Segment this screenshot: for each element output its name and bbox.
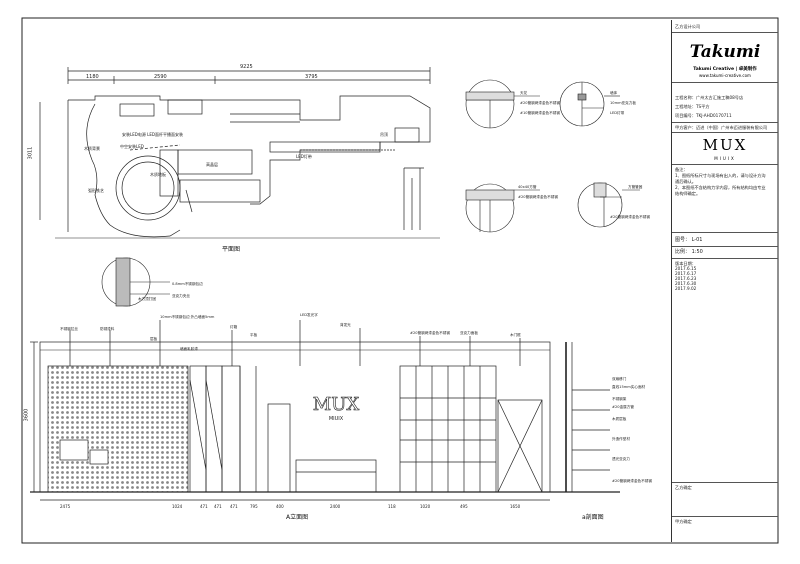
plan-dim-2: 2590 xyxy=(154,74,167,80)
detail-annotation: LED灯带 xyxy=(610,110,625,115)
project-address: 工程地址：TS平方 xyxy=(675,104,710,109)
plan-annotation: 木质背景 xyxy=(84,145,100,151)
elevation-dimension: 495 xyxy=(460,504,468,509)
section-caption: a剖面图 xyxy=(582,514,604,521)
detail-annotation: #10管钢烤漆金色不锈钢 xyxy=(520,110,560,115)
elevation-height-dim: 3600 xyxy=(23,408,30,422)
section-a xyxy=(560,342,620,493)
elevation-sign-text: MUX xyxy=(313,394,360,415)
project-name: 工程名称：广州太古汇施工稿08号店 xyxy=(675,95,744,100)
plan-dim-total: 9225 xyxy=(240,64,253,70)
plan-annotation: 安装LED电源 LED面杆平播面安装 xyxy=(122,131,183,137)
note-line: 结构师确定。 xyxy=(675,191,701,196)
detail-annotation: 墙体 xyxy=(610,90,618,95)
elevation-annotation: 亚克力面板 xyxy=(460,330,478,335)
floor-plan xyxy=(39,67,440,239)
elevation-annotation: 平板 xyxy=(250,332,258,337)
detail-annotation: 40x40方管 xyxy=(518,184,537,189)
section-annotation: #20管钢烤漆金色不锈钢 xyxy=(612,478,652,483)
section-annotation: 不锈钢架 xyxy=(612,396,627,401)
drawing-no: 图号： L-01 xyxy=(675,237,703,243)
elevation-dimension: 1650 xyxy=(510,504,521,509)
plan-annotation: 木质地板 xyxy=(150,171,166,177)
elevation-annotation: #20管钢烤漆金色不锈钢 xyxy=(410,330,450,335)
section-annotation: 木质层板 xyxy=(612,416,627,421)
elevation-annotation: 10mm不锈钢包边 外凸墙面5mm xyxy=(160,314,215,319)
plan-annotation: 中空安装LED xyxy=(120,143,144,149)
elevation-detail-bubble xyxy=(101,257,170,307)
revision-date: 2017.6.15 xyxy=(675,266,697,271)
sheet-border xyxy=(21,17,779,544)
detail-annotation: #20管钢烤漆金色不锈钢 xyxy=(610,214,650,219)
detail-annotation: 10mm亚克力板 xyxy=(610,100,636,105)
brand-logo: Takumi xyxy=(689,42,761,62)
revision-date: 2017.6.30 xyxy=(675,281,697,286)
elevation-sign-sub: MIUIX xyxy=(329,416,344,422)
note-line: 2、本图纸不含结构力学内容，所有结构均由专业 xyxy=(675,185,766,190)
plan-annotation: 吊顶 xyxy=(380,132,388,137)
elevation-annotation: 墙面乳胶漆 xyxy=(180,346,198,351)
brand-sub: Takumi Creative | 卓美制作 xyxy=(693,67,757,72)
notes-title: 备注： xyxy=(675,167,688,172)
elevation-annotation: 0.8mm不锈钢包边 xyxy=(172,281,203,286)
plan-annotation: LED灯带 xyxy=(296,153,312,159)
revision-title: 版本日期： xyxy=(675,261,696,266)
elevation-caption: A立面图 xyxy=(286,514,309,521)
elevation-dimension: 2475 xyxy=(60,504,71,509)
elevation-dimension: 1020 xyxy=(420,504,431,509)
elevation-annotation: 不锈钢拉丝 xyxy=(60,326,78,331)
elevation-a xyxy=(30,320,560,501)
plan-dim-side: 3011 xyxy=(27,146,34,160)
elevation-dimension: 471 xyxy=(230,504,238,509)
detail-annotation: #20管钢烤漆金色不锈钢 xyxy=(518,194,558,199)
title-block: 乙方设计公司 Takumi Takumi Creative | 卓美制作 www… xyxy=(671,20,778,542)
detail-views xyxy=(465,79,640,233)
elevation-annotation: 木方顶打固 xyxy=(138,296,156,301)
plan-annotation: 高晶层 xyxy=(206,161,218,167)
sign-b: 乙方确定 xyxy=(675,485,692,490)
revision-date: 2017.6.23 xyxy=(675,276,697,281)
plan-annotation: 弧形铁艺 xyxy=(88,187,104,193)
elevation-annotation: 灯箱 xyxy=(230,324,238,329)
revision-date: 2017.6.17 xyxy=(675,271,697,276)
elevation-annotation: 背发光 xyxy=(340,322,351,327)
section-annotation: 直线15mm实心面材 xyxy=(612,384,646,389)
note-line: 通后确认。 xyxy=(675,179,696,184)
client-logo: MUX xyxy=(702,136,748,154)
section-annotation: 透光亚克力 xyxy=(612,456,630,461)
elevation-annotation: 亚克力夹丝 xyxy=(172,293,190,298)
brand-url: www.takumi-creative.com xyxy=(699,73,751,78)
sign-a: 甲方确定 xyxy=(675,519,692,524)
elevation-dimension: 2400 xyxy=(330,504,341,509)
section-annotation: #20金属方管 xyxy=(612,404,634,409)
scale: 比例： 1:50 xyxy=(675,249,703,255)
elevation-annotation: 防锈漆料 xyxy=(100,326,115,331)
detail-annotation: 方管管固 xyxy=(628,184,643,189)
elevation-annotation: 木门框 xyxy=(510,332,521,337)
client-logo-sub: MIUIX xyxy=(714,156,736,161)
section-annotation: 外造作型材 xyxy=(612,436,630,441)
elevation-dimension: 471 xyxy=(214,504,222,509)
elevation-dimension: 795 xyxy=(250,504,258,509)
client: 甲方客户：迈进（中国）广州市迈进服装有限公司 xyxy=(675,125,768,130)
revision-date: 2017.9.02 xyxy=(675,286,697,291)
detail-annotation: 天花 xyxy=(520,90,528,95)
detail-annotation: #20管钢烤漆金色不锈钢 xyxy=(520,100,560,105)
plan-caption: 平面图 xyxy=(222,246,241,253)
designer-label: 乙方设计公司 xyxy=(675,24,701,29)
elevation-dimension: 1024 xyxy=(172,504,183,509)
section-annotation: 双扇移门 xyxy=(612,376,627,381)
note-line: 1、图纸所标尺寸与现场有出入的，请与设计方沟 xyxy=(675,173,766,178)
elevation-annotation: 层板 xyxy=(150,336,158,341)
plan-dim-1: 1180 xyxy=(86,74,99,80)
project-no: 项目编号：TKJ-AHD0170711 xyxy=(675,113,732,118)
elevation-dimension: 118 xyxy=(388,504,396,509)
elevation-dimension: 400 xyxy=(276,504,284,509)
elevation-dimension: 471 xyxy=(200,504,208,509)
plan-dim-3: 3795 xyxy=(305,74,318,80)
elevation-annotation: LED发光字 xyxy=(300,312,318,317)
